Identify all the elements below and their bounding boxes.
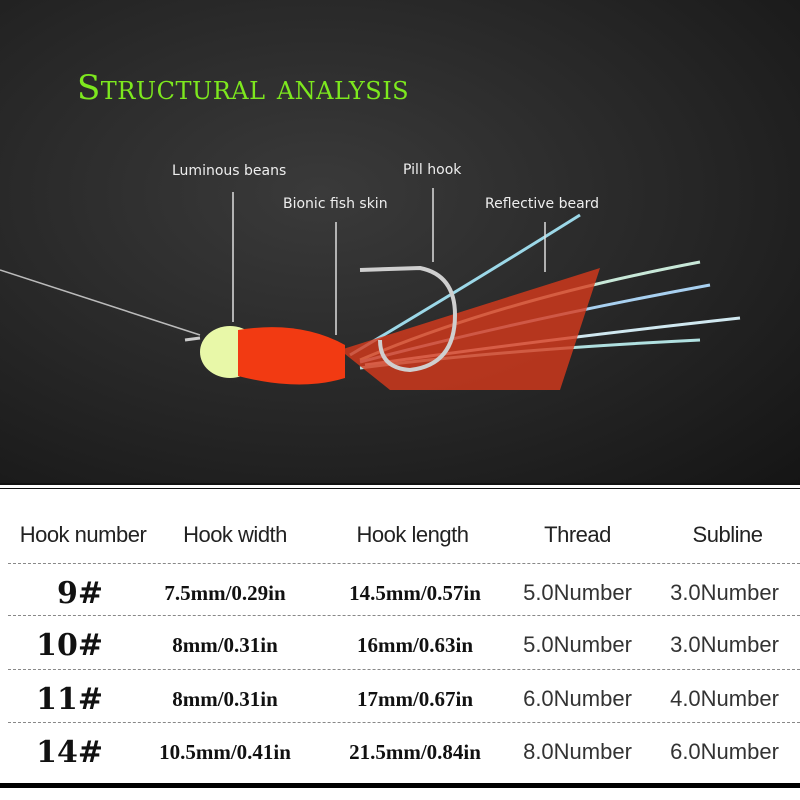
table-row: 11# 8mm/0.31in 17mm/0.67in 6.0Number 4.0… <box>0 673 800 725</box>
label-pill-hook: Pill hook <box>403 162 462 178</box>
cell: 8mm/0.31in <box>172 632 278 657</box>
cell: 9# <box>56 575 103 611</box>
fishing-lure-illustration <box>0 188 741 390</box>
cell: 3.0Number <box>670 580 779 605</box>
cell: 7.5mm/0.29in <box>164 580 286 605</box>
pill-hook <box>359 265 458 373</box>
cell: 11# <box>36 681 103 717</box>
cell: 10.5mm/0.41in <box>159 739 291 764</box>
header-hook-width: Hook width <box>183 522 287 547</box>
cell: 21.5mm/0.84in <box>349 739 481 764</box>
cell: 16mm/0.63in <box>356 632 474 657</box>
table-row: 9# 7.5mm/0.29in 14.5mm/0.57in 5.0Number … <box>0 567 800 619</box>
label-luminous-beans: Luminous beans <box>172 163 287 179</box>
title: Structural analysis <box>77 68 410 108</box>
table-row: 14# 10.5mm/0.41in 21.5mm/0.84in 8.0Numbe… <box>0 726 800 778</box>
cell: 5.0Number <box>523 632 632 657</box>
header-hook-length: Hook length <box>356 522 469 547</box>
cell: 6.0Number <box>670 739 779 764</box>
bionic-fish-skin <box>340 268 600 390</box>
cell: 4.0Number <box>670 686 779 711</box>
cell: 10# <box>36 627 103 663</box>
header-hook-number: Hook number <box>19 522 147 547</box>
table-row: 10# 8mm/0.31in 16mm/0.63in 5.0Number 3.0… <box>0 619 800 671</box>
cell: 5.0Number <box>523 580 632 605</box>
label-bionic-fish-skin: Bionic fish skin <box>283 196 388 212</box>
product-photo: Structural analysis Luminous beans Bioni… <box>0 0 800 483</box>
cell: 8mm/0.31in <box>172 686 278 711</box>
cell: 14# <box>36 734 103 770</box>
spec-table: Hook number Hook width Hook length Threa… <box>0 483 800 788</box>
header-subline: Subline <box>692 522 763 547</box>
cell: 3.0Number <box>670 632 779 657</box>
cell: 17mm/0.67in <box>356 686 474 711</box>
cell: 8.0Number <box>523 739 632 764</box>
header-thread: Thread <box>544 522 611 547</box>
cell: 14.5mm/0.57in <box>349 580 481 605</box>
red-thread-body <box>238 327 345 385</box>
label-reflective-beard: Reflective beard <box>485 196 600 212</box>
table-header: Hook number Hook width Hook length Threa… <box>0 505 800 565</box>
cell: 6.0Number <box>523 686 632 711</box>
